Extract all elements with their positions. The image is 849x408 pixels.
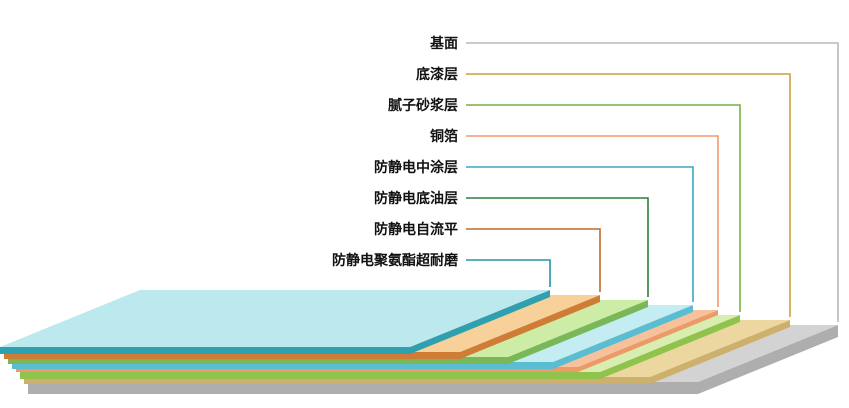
layer-primer-right-face — [650, 320, 790, 384]
label-antistatic-mid-coat: 防静电中涂层 — [374, 159, 458, 176]
leader-line-copper-foil — [466, 135, 719, 307]
layer-base-surface-front-face — [28, 382, 698, 394]
layer-antistatic-base-oil-right-face — [508, 300, 648, 364]
layer-antistatic-mid-coat-right-face — [553, 305, 693, 369]
leader-line-putty-mortar — [466, 104, 741, 312]
layer-putty-mortar-right-face — [600, 315, 740, 379]
leader-line-antistatic-mid-coat — [466, 166, 694, 302]
label-base-surface: 基面 — [430, 35, 458, 52]
leader-line-base-surface — [466, 42, 839, 322]
leader-line-primer — [466, 73, 791, 317]
label-primer: 底漆层 — [416, 66, 458, 83]
label-copper-foil: 铜箔 — [430, 128, 458, 145]
label-antistatic-self-leveling: 防静电自流平 — [374, 221, 458, 238]
leader-line-antistatic-self-leveling — [466, 228, 601, 292]
leader-line-antistatic-pu-wear — [466, 259, 551, 287]
label-antistatic-base-oil: 防静电底油层 — [374, 190, 458, 207]
layer-antistatic-pu-wear — [0, 290, 550, 354]
label-putty-mortar: 腻子砂浆层 — [388, 97, 458, 114]
layer-putty-mortar-front-face — [20, 372, 600, 379]
layer-antistatic-pu-wear-front-face — [0, 347, 410, 354]
layer-antistatic-pu-wear-top-face — [0, 290, 550, 347]
layer-antistatic-self-leveling-right-face — [460, 295, 600, 359]
label-antistatic-pu-wear: 防静电聚氨酯超耐磨 — [332, 252, 459, 269]
layer-copper-foil-right-face — [578, 310, 718, 372]
layer-base-surface-right-face — [698, 325, 838, 394]
leader-line-antistatic-base-oil — [466, 197, 649, 297]
layer-antistatic-pu-wear-right-face — [410, 290, 550, 354]
